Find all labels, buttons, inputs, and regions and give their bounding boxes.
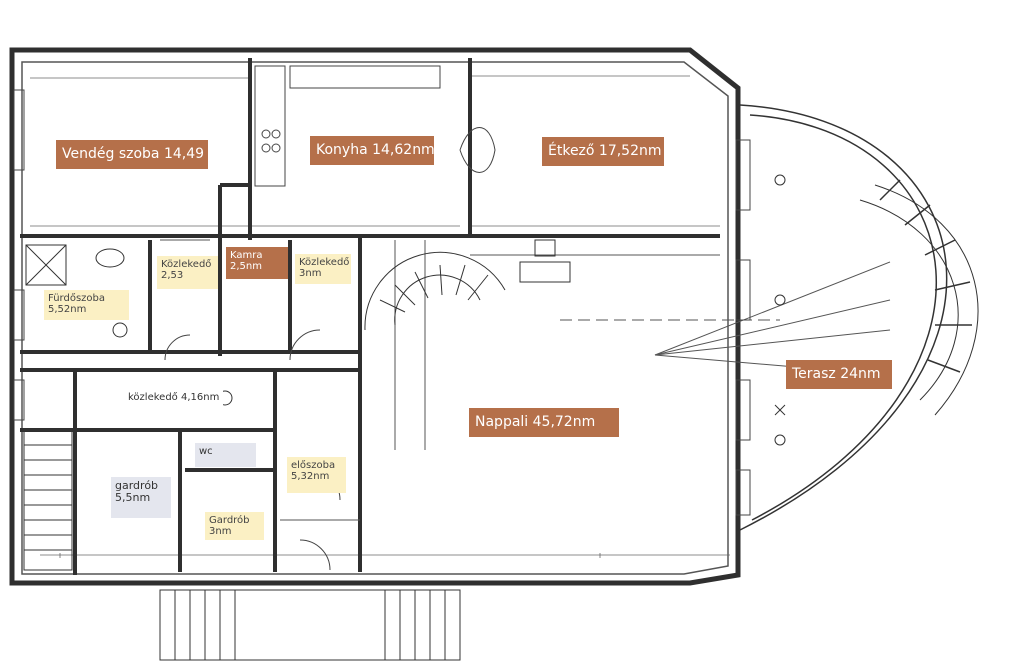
windows xyxy=(13,89,751,516)
room-label-kozlekedo-2: Közlekedő 3nm xyxy=(295,254,351,284)
room-label-vendeg-szoba: Vendég szoba 14,49 xyxy=(56,140,208,170)
room-label-terasz: Terasz 24nm xyxy=(786,360,892,390)
room-label-kozlekedo-3: közlekedő 4,16nm xyxy=(124,389,224,406)
room-label-nappali: Nappali 45,72nm xyxy=(469,408,619,438)
room-label-kozlekedo-1: Közlekedő 2,53 xyxy=(157,256,218,289)
outer-wall-inner-line xyxy=(21,61,729,575)
spiral-staircase xyxy=(364,251,506,331)
outer-walls xyxy=(9,47,741,586)
terrace-outline xyxy=(739,104,979,531)
room-label-konyha: Konyha 14,62nm xyxy=(310,136,435,166)
entrance-steps xyxy=(159,589,461,661)
room-label-eloszoba: előszoba 5,32nm xyxy=(287,457,346,493)
kitchen-counter xyxy=(254,65,441,187)
left-staircase xyxy=(23,429,73,571)
room-label-gardrob-2: Gardrób 3nm xyxy=(205,512,264,540)
room-label-gardrob-1: gardrób 5,5nm xyxy=(111,477,171,518)
room-label-furdoszoba: Fürdőszoba 5,52nm xyxy=(44,290,129,320)
fixtures xyxy=(519,174,786,446)
room-label-wc: wc xyxy=(195,443,256,467)
room-label-etkezo: Étkező 17,52nm xyxy=(542,137,664,167)
room-label-kamra: Kamra 2,5nm xyxy=(226,247,288,279)
bathroom-fixtures xyxy=(25,244,233,406)
